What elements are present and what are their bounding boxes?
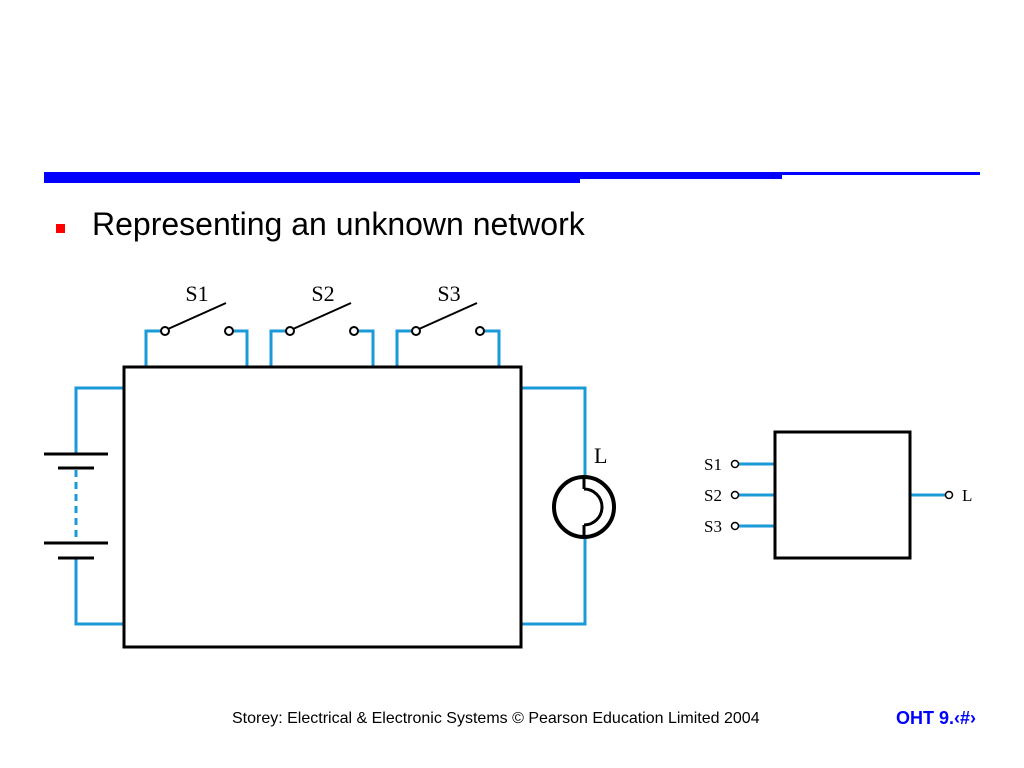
switch-label-s3: S3 <box>437 281 460 306</box>
block-diagram: S1 S2 S3 L <box>704 430 972 560</box>
unknown-network-circuit: S1 S2 S3 <box>44 281 616 649</box>
switch-wires <box>144 329 501 367</box>
switch-label-s1: S1 <box>185 281 208 306</box>
switch-s1: S1 <box>160 281 234 336</box>
input-label-s1: S1 <box>704 455 722 474</box>
input-wires <box>738 462 946 528</box>
input-terminal <box>730 521 740 531</box>
lamp-icon <box>552 475 616 539</box>
switch-blade <box>167 302 227 330</box>
switch-contact <box>411 326 421 336</box>
unknown-network-box <box>122 365 523 649</box>
battery-icon <box>44 452 108 560</box>
switch-label-s2: S2 <box>311 281 334 306</box>
battery-wires <box>74 386 124 626</box>
input-s1: S1 <box>704 455 740 474</box>
switch-contact <box>349 326 359 336</box>
input-terminal <box>730 490 740 500</box>
switch-contact <box>285 326 295 336</box>
switch-blade <box>418 302 478 330</box>
output-l: L <box>944 486 972 505</box>
switch-s2: S2 <box>285 281 359 336</box>
output-label-l: L <box>962 486 972 505</box>
input-label-s3: S3 <box>704 517 722 536</box>
lamp-wires <box>521 386 587 626</box>
lamp-label: L <box>594 443 607 468</box>
slide-number: OHT 9.‹#› <box>896 708 977 728</box>
input-s2: S2 <box>704 486 740 505</box>
footer-credit: Storey: Electrical & Electronic Systems … <box>232 710 760 727</box>
bullet-marker <box>56 224 65 233</box>
input-s3: S3 <box>704 517 740 536</box>
switch-blade <box>292 302 352 330</box>
switch-contact <box>160 326 170 336</box>
bullet-text: Representing an unknown network <box>92 206 585 242</box>
switch-contact <box>475 326 485 336</box>
network-block <box>773 430 912 560</box>
output-terminal <box>944 490 954 500</box>
input-label-s2: S2 <box>704 486 722 505</box>
switch-contact <box>224 326 234 336</box>
switch-s3: S3 <box>411 281 485 336</box>
input-terminal <box>730 459 740 469</box>
